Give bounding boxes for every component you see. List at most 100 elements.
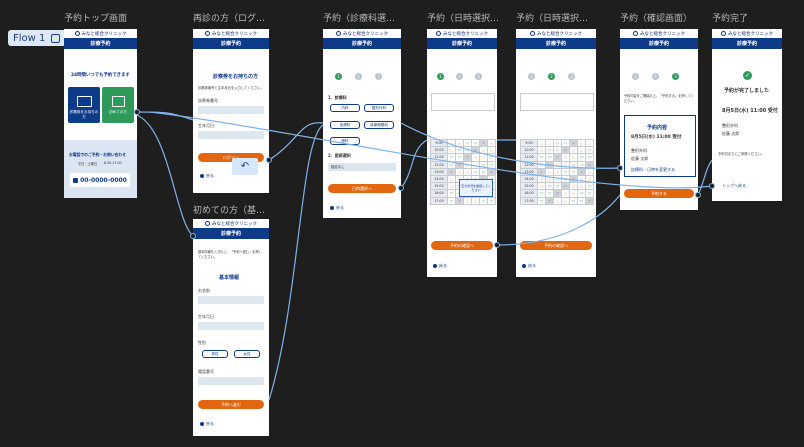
availability-cell[interactable]: △	[455, 138, 464, 148]
availability-cell[interactable]: ○	[447, 160, 456, 169]
availability-cell[interactable]: ○	[585, 146, 594, 155]
frame-title-revisit[interactable]: 再診の方（ログ…	[193, 14, 266, 24]
doctor-select[interactable]: 指定なし	[328, 163, 396, 171]
availability-cell[interactable]: △	[463, 196, 472, 205]
availability-cell[interactable]: ○	[447, 153, 456, 162]
flow-tag[interactable]: Flow 1	[8, 30, 66, 46]
dept-internal[interactable]: 内科	[330, 104, 360, 112]
frame-date2[interactable]: みなと総合クリニック 診療予約 1 2 3 9:00△△○○×△△10:00△○…	[516, 29, 596, 277]
availability-cell[interactable]: ○	[585, 189, 594, 198]
availability-cell[interactable]: △	[447, 138, 456, 148]
availability-cell[interactable]: ○	[553, 174, 562, 184]
change-link[interactable]: 診療科・日時を変更する	[631, 167, 675, 172]
back-link[interactable]: 戻る	[200, 421, 214, 427]
availability-cell[interactable]: ○	[537, 196, 546, 205]
availability-cell[interactable]: △	[553, 196, 562, 205]
availability-cell[interactable]: △	[545, 167, 554, 176]
availability-cell[interactable]: △	[585, 138, 594, 148]
availability-cell[interactable]: ○	[471, 138, 480, 148]
to-date-button[interactable]: 日時選択へ	[328, 184, 396, 193]
frame-dept[interactable]: みなと総合クリニック 診療予約 1 2 3 1．診療科 内科 整形外科 皮膚科 …	[323, 29, 401, 218]
calendar-table[interactable]: 9:00△△○○×△△10:00△○○×△△○11:00○○×△△○○12:00…	[520, 138, 594, 205]
availability-cell[interactable]: △	[545, 174, 554, 184]
availability-cell[interactable]: ○	[569, 167, 578, 176]
availability-cell[interactable]: △	[537, 174, 546, 184]
to-confirm-button[interactable]: 予約の確認へ	[520, 241, 592, 250]
availability-cell[interactable]: ○	[545, 189, 554, 198]
availability-cell[interactable]: △	[463, 167, 472, 176]
frame-date1[interactable]: みなと総合クリニック 診療予約 1 2 3 9:00△△○○×△10:00△○○…	[427, 29, 497, 277]
availability-cell[interactable]: △	[585, 167, 594, 176]
patient-id-input[interactable]	[198, 106, 264, 114]
frame-title-first[interactable]: 初めての方（基…	[193, 206, 266, 216]
availability-cell[interactable]: ○	[455, 146, 464, 155]
availability-cell[interactable]: △	[463, 160, 472, 169]
availability-cell[interactable]: △	[577, 138, 586, 148]
availability-cell[interactable]: △	[553, 160, 562, 169]
availability-cell[interactable]: △	[471, 196, 480, 205]
availability-cell[interactable]: ○	[479, 196, 488, 205]
availability-cell[interactable]: ○	[545, 182, 554, 191]
availability-cell[interactable]: △	[561, 160, 570, 169]
availability-cell[interactable]: △	[585, 174, 594, 184]
availability-cell[interactable]: ○	[561, 167, 570, 176]
dept-dermatology[interactable]: 皮膚科	[330, 121, 360, 129]
availability-cell[interactable]: △	[447, 174, 456, 184]
dept-ent[interactable]: 耳鼻咽喉科	[364, 121, 394, 129]
availability-cell[interactable]: ○	[585, 153, 594, 162]
availability-cell[interactable]: △	[569, 182, 578, 191]
dept-orthopedics[interactable]: 整形外科	[364, 104, 394, 112]
availability-cell[interactable]: ○	[455, 153, 464, 162]
availability-cell[interactable]: △	[561, 196, 570, 205]
availability-cell[interactable]: △	[577, 182, 586, 191]
frame-title-confirm[interactable]: 予約（確認画面）	[620, 14, 693, 24]
availability-cell[interactable]: △	[455, 167, 464, 176]
availability-cell[interactable]: ○	[569, 160, 578, 169]
availability-cell[interactable]: ○	[487, 160, 496, 169]
availability-cell[interactable]: ○	[577, 196, 586, 205]
availability-cell[interactable]: ○	[545, 153, 554, 162]
female-button[interactable]: 女性	[234, 350, 260, 358]
availability-cell[interactable]: ○	[561, 138, 570, 148]
to-confirm-button[interactable]: 予約の確認へ	[431, 241, 493, 250]
availability-cell[interactable]: ○	[487, 153, 496, 162]
availability-cell[interactable]: ○	[447, 189, 456, 198]
availability-cell[interactable]: ○	[577, 160, 586, 169]
availability-cell[interactable]: △	[537, 138, 546, 148]
availability-cell[interactable]: ○	[537, 153, 546, 162]
availability-cell[interactable]: ○	[471, 167, 480, 176]
availability-cell[interactable]: ○	[537, 160, 546, 169]
availability-cell[interactable]: △	[561, 189, 570, 198]
phone-button[interactable]: 00-0000-0000	[70, 173, 130, 187]
back-link[interactable]: 戻る	[433, 263, 447, 269]
availability-cell[interactable]: ○	[553, 146, 562, 155]
dob-input[interactable]	[198, 322, 264, 330]
availability-cell[interactable]: ○	[545, 146, 554, 155]
availability-cell[interactable]: △	[447, 146, 456, 155]
tel-input[interactable]	[198, 377, 264, 385]
availability-cell[interactable]: △	[569, 189, 578, 198]
availability-cell[interactable]: △	[537, 146, 546, 155]
availability-cell[interactable]: △	[545, 138, 554, 148]
frame-title-dept[interactable]: 予約（診療科選…	[323, 14, 396, 24]
availability-cell[interactable]: ○	[553, 138, 562, 148]
back-link[interactable]: 戻る	[522, 263, 536, 269]
dob-input[interactable]	[198, 131, 264, 139]
availability-cell[interactable]: △	[479, 146, 488, 155]
revisit-card[interactable]: 診察券をお持ちの方	[68, 87, 100, 123]
back-link[interactable]: 戻る	[330, 205, 344, 211]
availability-cell[interactable]: △	[569, 146, 578, 155]
availability-cell[interactable]: △	[577, 146, 586, 155]
availability-cell[interactable]: △	[569, 153, 578, 162]
first-visit-card[interactable]: 初めての方	[102, 87, 134, 123]
availability-cell[interactable]: ○	[479, 167, 488, 176]
back-link[interactable]: 戻る	[200, 173, 214, 179]
dept-ophthalmology[interactable]: 眼科	[330, 137, 360, 145]
frame-title-done[interactable]: 予約完了	[712, 14, 749, 24]
availability-cell[interactable]: ○	[479, 160, 488, 169]
frame-first[interactable]: みなと総合クリニック 診療予約 基本情報を入力の上、「予約へ進む」を押してくださ…	[193, 219, 269, 436]
availability-cell[interactable]: ○	[577, 153, 586, 162]
back-to-top-link[interactable]: トップへ戻る	[722, 183, 746, 188]
availability-cell[interactable]: ○	[577, 189, 586, 198]
availability-cell[interactable]: ○	[463, 146, 472, 155]
